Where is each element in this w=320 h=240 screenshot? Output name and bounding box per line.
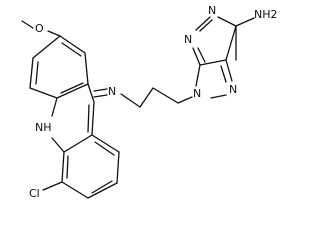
methoxy-benzene-ring: [29, 35, 89, 99]
imine-nitrogen-label: N: [108, 85, 116, 98]
purine-ring: [192, 16, 255, 99]
molecule-canvas: O N NH Cl N N N N NH2: [21, 4, 278, 200]
amino-group-label: NH2: [254, 8, 278, 21]
purine-n7-label: N: [229, 83, 237, 96]
chlorobenzene-ring: [42, 134, 120, 199]
methoxy-group: [21, 20, 61, 37]
imine-linker: [93, 87, 193, 108]
ring-nh-label: NH: [35, 121, 52, 134]
methoxy-oxygen-label: O: [35, 22, 44, 35]
purine-n1-label: N: [208, 4, 216, 17]
central-acridine-ring: [51, 83, 95, 153]
chlorine-label: Cl: [29, 187, 40, 200]
chemical-structure-diagram: O N NH Cl N N N N NH2: [21, 4, 278, 200]
purine-n3-label: N: [184, 33, 192, 46]
purine-n9-label: N: [193, 87, 201, 100]
